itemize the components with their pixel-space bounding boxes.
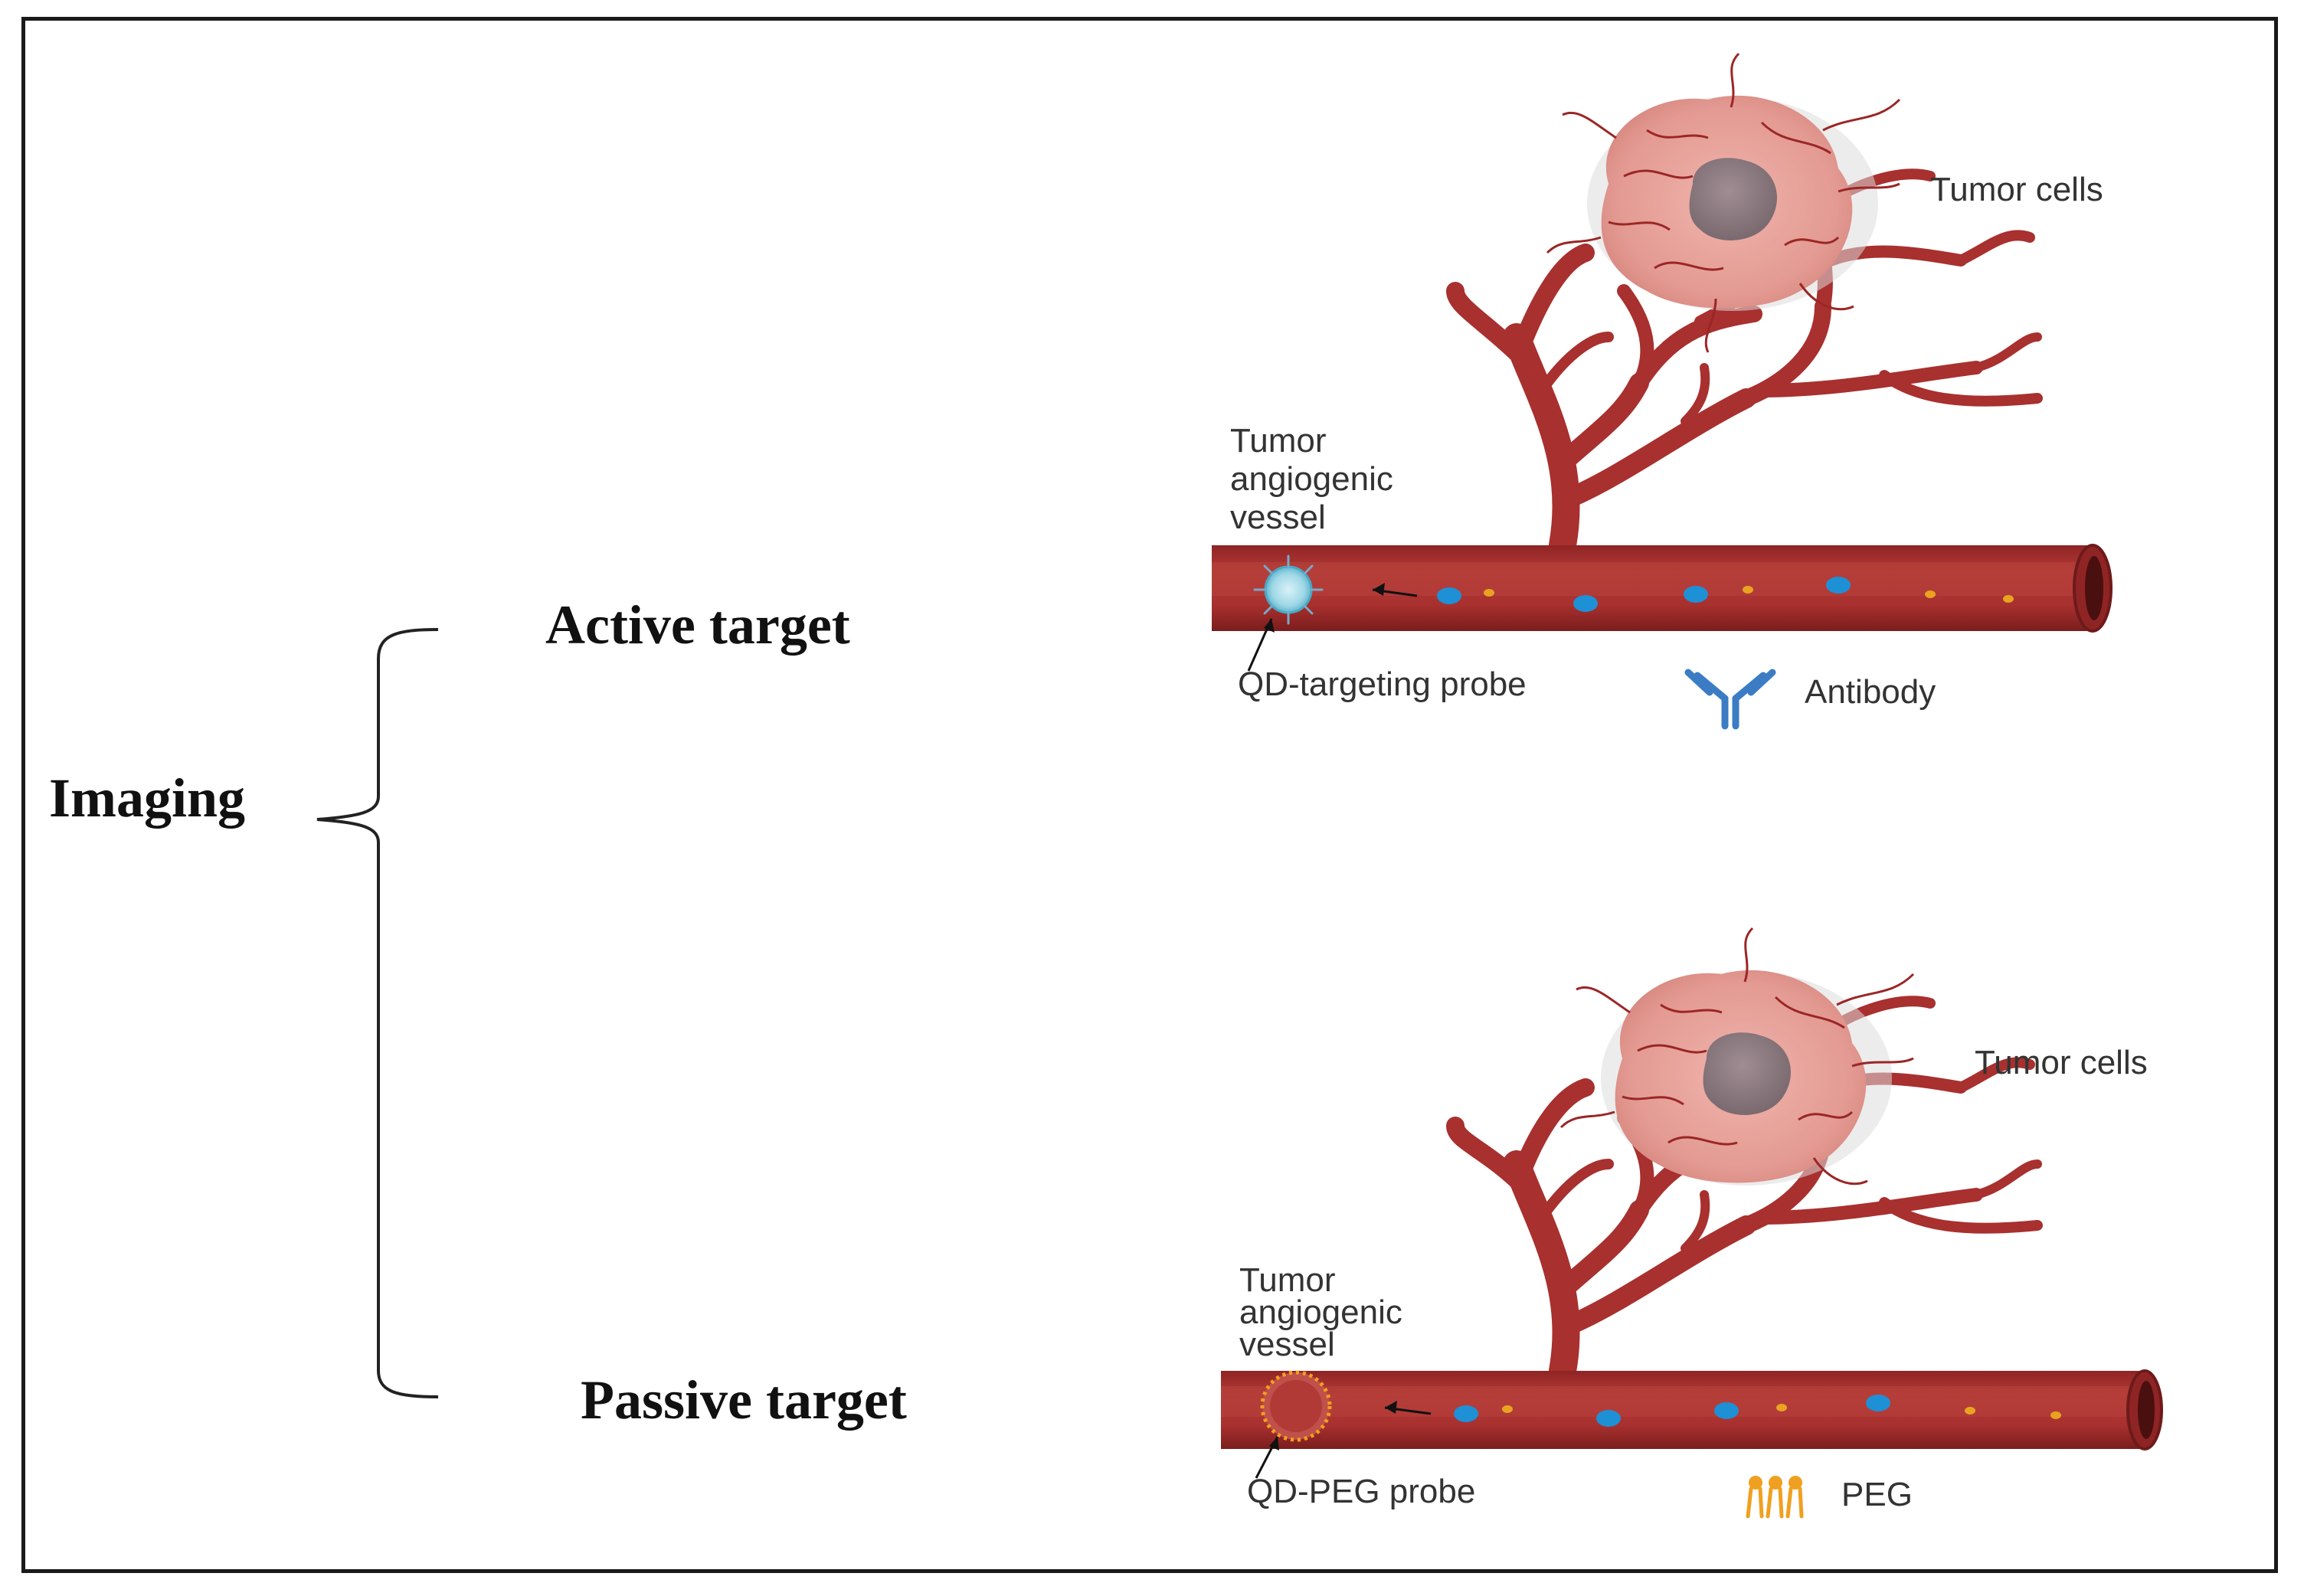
qd-peg-probe-marker (1255, 1370, 1432, 1479)
peg-label: PEG (1841, 1476, 1913, 1513)
passive-tumor-mass (1559, 927, 1915, 1186)
passive-main-vessel (1221, 1369, 2163, 1450)
passive-vessel-label-line3: vessel (1239, 1326, 1335, 1363)
peg-icon (1746, 1476, 1804, 1519)
active-tumor-mass (1546, 52, 1901, 353)
antibody-icon (1684, 669, 1776, 730)
passive-vessel-label-line1: Tumor (1239, 1261, 1336, 1299)
antibody-label: Antibody (1805, 673, 1936, 711)
passive-vessel-label-line2: angiogenic (1239, 1293, 1402, 1331)
passive-panel: Tumor cells Tumor angiogenic vessel QD-P… (1221, 927, 2163, 1519)
active-vessel-label-line2: angiogenic (1230, 460, 1393, 498)
active-main-vessel (1212, 544, 2113, 633)
active-vessel-label-line3: vessel (1230, 499, 1326, 536)
active-probe-label: QD-targeting probe (1238, 666, 1527, 703)
active-tumor-cells-label: Tumor cells (1930, 171, 2103, 208)
passive-probe-label: QD-PEG probe (1247, 1473, 1475, 1510)
qd-targeting-probe-marker (1247, 554, 1418, 672)
hierarchy-brace (316, 628, 439, 1398)
imaging-label: Imaging (49, 767, 245, 829)
passive-tumor-cells-label: Tumor cells (1975, 1044, 2148, 1081)
active-vessel-label-line1: Tumor (1230, 422, 1327, 460)
active-target-label: Active target (545, 594, 850, 656)
active-particles (1437, 577, 2014, 612)
passive-particles (1454, 1395, 2061, 1427)
passive-target-label: Passive target (581, 1369, 907, 1431)
active-panel: Tumor cells Tumor angiogenic vessel QD-t… (1212, 52, 2113, 730)
figure-frame (21, 17, 2278, 1573)
